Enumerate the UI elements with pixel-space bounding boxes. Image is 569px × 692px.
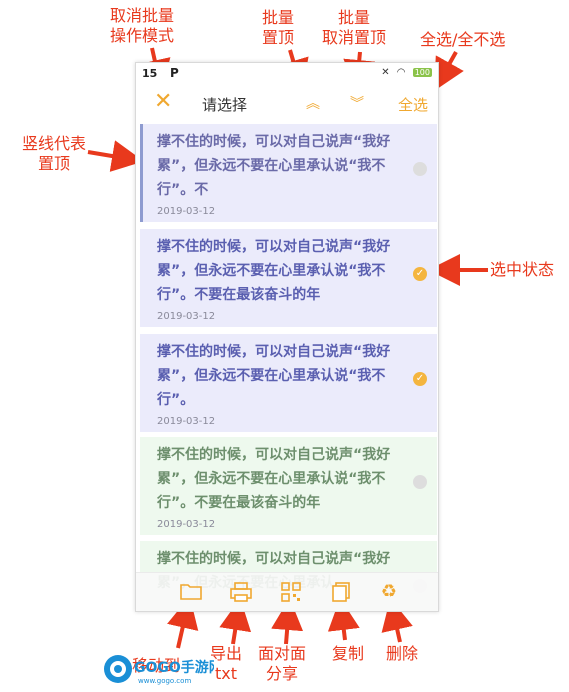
selection-toolbar: ✕ 请选择 ︽ ︾ 全选: [136, 83, 438, 123]
bottom-action-bar: ♻: [136, 572, 438, 611]
item-text: 撑不住的时候，可以对自己说声“我好累”，但永远不要在心里承认说“我不行”。不要在…: [157, 239, 391, 303]
qr-share-icon[interactable]: [278, 581, 304, 603]
app-notification-icon: P: [170, 66, 179, 80]
batch-unpin-icon[interactable]: ︾: [350, 96, 364, 112]
watermark-brand: GOGO手游网: [134, 659, 214, 676]
annotation-select-all: 全选/全不选: [420, 30, 506, 49]
item-date: 2019-03-12: [157, 311, 216, 322]
page-title: 请选择: [202, 96, 248, 114]
select-all-button[interactable]: 全选: [397, 96, 428, 114]
folder-icon[interactable]: [178, 581, 204, 603]
annotation-exit-batch: 取消批量 操作模式: [110, 6, 175, 45]
annotation-share: 面对面 分享: [258, 644, 307, 683]
copy-icon[interactable]: [328, 581, 354, 603]
annotation-selected: 选中状态: [490, 260, 555, 279]
annotation-export: 导出 txt: [210, 644, 243, 683]
item-text: 撑不住的时候，可以对自己说声“我好累”，但永远不要在心里承认说“我不行”。不: [157, 134, 391, 198]
battery-icon: 100: [412, 68, 432, 77]
item-date: 2019-03-12: [157, 519, 216, 530]
arrow-pin-bar: [87, 140, 144, 172]
unchecked-circle-icon[interactable]: [413, 475, 427, 489]
annotation-copy: 复制: [332, 644, 365, 663]
annotation-move: 移动到: [132, 656, 181, 675]
watermark-url: www.gogo.com: [138, 677, 191, 685]
batch-pin-icon[interactable]: ︽: [306, 96, 320, 112]
status-icons: ✕ ◠ 100: [381, 67, 432, 78]
list-item[interactable]: 撑不住的时候，可以对自己说声“我好累”，但永远不要在心里承认说“我不行”。不要在…: [140, 437, 437, 535]
recycle-icon[interactable]: ♻: [380, 581, 398, 602]
arrow-select-all: [434, 51, 464, 91]
phone-screen: 15 P ✕ ◠ 100 ✕ 请选择 ︽ ︾ 全选 撑不住的时候，可以对自己说声…: [135, 62, 439, 612]
printer-icon[interactable]: [228, 581, 254, 603]
item-text: 撑不住的时候，可以对自己说声“我好累”，但永远不要在心里承认说“我不行”。不要在…: [157, 447, 391, 511]
annotation-pin-bar: 竖线代表 置顶: [22, 134, 87, 173]
annotation-batch-top: 批量 置顶: [262, 8, 295, 47]
list-item[interactable]: 撑不住的时候，可以对自己说声“我好累”，但永远不要在心里承认说“我不行”。不 2…: [140, 124, 437, 222]
list-item[interactable]: 撑不住的时候，可以对自己说声“我好累”，但永远不要在心里承认说“我不行”。 20…: [140, 334, 437, 432]
status-time: 15: [142, 67, 158, 80]
close-icon[interactable]: ✕: [154, 89, 173, 114]
status-bar: 15 P ✕ ◠ 100: [136, 63, 438, 83]
annotation-delete: 删除: [386, 644, 419, 663]
item-date: 2019-03-12: [157, 416, 216, 427]
list-item[interactable]: 撑不住的时候，可以对自己说声“我好累”，但永远不要在心里承认说“我不行”。不要在…: [140, 229, 437, 327]
item-date: 2019-03-12: [157, 206, 216, 217]
checked-circle-icon[interactable]: ✓: [413, 267, 427, 281]
watermark-logo: GOGO手游网 www.gogo.com: [102, 652, 223, 686]
checked-circle-icon[interactable]: ✓: [413, 372, 427, 386]
item-text: 撑不住的时候，可以对自己说声“我好累”，但永远不要在心里承认说“我不行”。: [157, 344, 391, 408]
annotation-batch-untop: 批量 取消置顶: [322, 8, 387, 47]
unchecked-circle-icon[interactable]: [413, 162, 427, 176]
